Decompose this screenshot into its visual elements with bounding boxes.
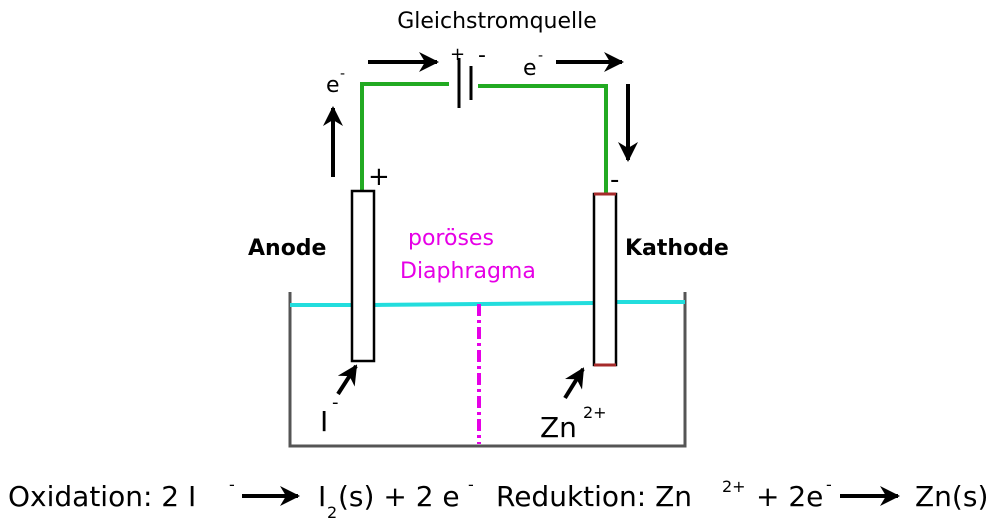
oxidation-product-subscript: 2 xyxy=(327,503,337,522)
oxidation-product-iodine: I xyxy=(318,480,326,513)
power-source-label: Gleichstromquelle xyxy=(397,9,597,34)
electron-charge-left: - xyxy=(340,66,345,82)
anode-plus-sign: + xyxy=(368,162,390,192)
battery-plus-sign: + xyxy=(450,44,465,65)
oxidation-equation-rhs: (s) + 2 e xyxy=(338,480,460,513)
iodide-ion-charge: - xyxy=(332,392,339,413)
zinc-ion-charge: 2+ xyxy=(583,403,607,422)
cathode-label: Kathode xyxy=(625,236,729,261)
iodide-arrow xyxy=(336,364,358,396)
oxidation-iodide-charge: - xyxy=(229,475,235,494)
reduction-zinc-charge: 2+ xyxy=(722,477,746,496)
electrolyte-container xyxy=(288,292,687,448)
iodide-ion-label: I xyxy=(320,405,328,438)
cathode-minus-sign: - xyxy=(610,165,619,195)
reduction-product: Zn(s) xyxy=(915,480,988,513)
oxidation-electron-charge: - xyxy=(468,475,474,494)
zinc-ion-label: Zn xyxy=(540,411,577,444)
reduction-equation-lhs: Reduktion: Zn xyxy=(496,480,692,513)
reduction-electron-charge: - xyxy=(826,475,832,494)
cathode-wire xyxy=(478,84,608,193)
anode-label: Anode xyxy=(248,236,326,261)
reduction-electron-term: + 2e xyxy=(756,480,823,513)
zinc-ion-arrow xyxy=(563,367,585,400)
battery-minus-sign: - xyxy=(478,43,486,68)
cathode-electrode xyxy=(592,192,618,367)
diaphragm-label-line2: Diaphragma xyxy=(400,259,536,284)
electron-charge-right: - xyxy=(538,48,543,64)
diaphragm-label-line1: poröses xyxy=(408,226,494,251)
electron-label-right: e xyxy=(523,56,537,81)
oxidation-equation-lhs: Oxidation: 2 I xyxy=(8,480,196,513)
anode-wire xyxy=(360,82,449,190)
anode-electrode xyxy=(350,189,376,363)
electron-label-left: e xyxy=(326,73,340,98)
electrolyte-surface-middle xyxy=(373,301,595,307)
